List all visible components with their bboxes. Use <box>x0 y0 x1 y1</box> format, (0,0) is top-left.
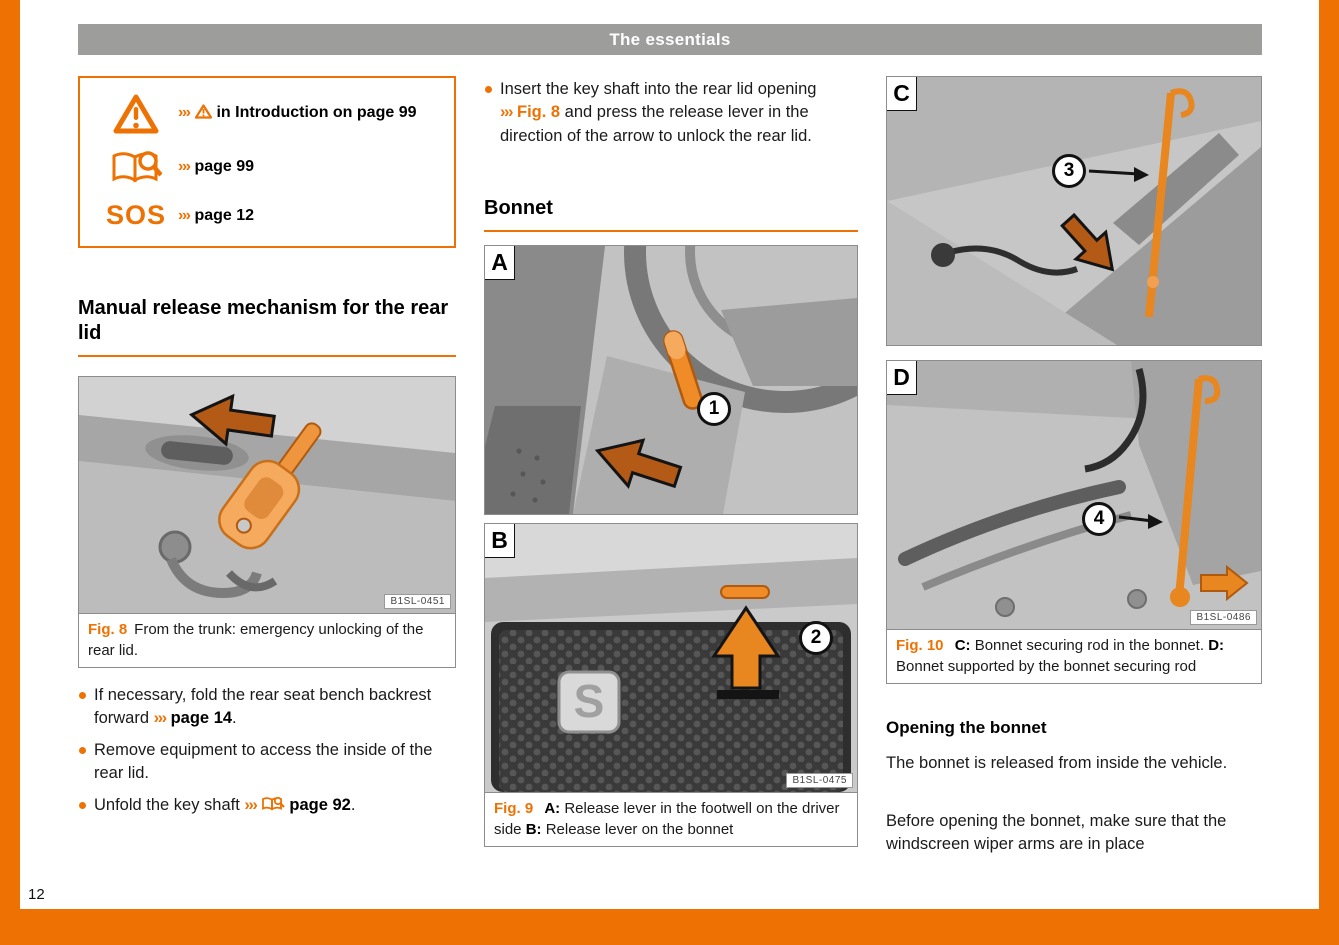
reference-text: ›››page 99 <box>178 158 254 176</box>
cross-ref-chevrons[interactable]: ››› <box>500 103 513 122</box>
section-heading-bonnet: Bonnet <box>484 196 858 232</box>
figure-label-c: C <box>887 77 917 111</box>
seat-logo-letter: S <box>574 675 605 727</box>
list-item: If necessary, fold the rear seat bench b… <box>78 684 458 731</box>
list-item: Remove equipment to access the inside of… <box>78 739 458 786</box>
section-heading-rear-lid: Manual release mechanism for the rear li… <box>78 296 456 357</box>
cross-ref-chevrons[interactable]: ››› <box>178 103 191 121</box>
fig10d-image: D 4 B1SL-0486 <box>886 360 1262 630</box>
page-border-left <box>0 0 20 945</box>
reference-text: ›››page 12 <box>178 207 254 225</box>
fig10-caption: Fig. 10 C: Bonnet securing rod in the bo… <box>886 629 1262 685</box>
figure-ref-link[interactable]: Fig. 8 <box>516 103 561 122</box>
fig10-caption-label: Fig. 10 <box>896 637 944 654</box>
fig8-caption-label: Fig. 8 <box>88 621 128 638</box>
page-ref-link[interactable]: page 92 <box>289 795 351 814</box>
fig10c-image: C 3 <box>886 76 1262 346</box>
book-search-icon <box>94 148 178 186</box>
fig10c-illustration <box>887 77 1261 345</box>
fig8-image: B1SL-0451 <box>78 376 456 614</box>
image-code: B1SL-0451 <box>384 594 451 609</box>
right-arrow-icon <box>1200 564 1249 602</box>
up-arrow-icon <box>711 605 781 690</box>
reference-box: ›››in Introduction on page 99 ›››page 99… <box>78 76 456 248</box>
cross-ref-chevrons[interactable]: ››› <box>244 795 257 814</box>
paragraph: The bonnet is released from inside the v… <box>886 754 1228 772</box>
callout-3: 3 <box>1052 154 1086 188</box>
warning-triangle-icon <box>94 93 178 135</box>
page-border-bottom <box>0 909 1339 945</box>
figure-label-d: D <box>887 361 917 395</box>
cross-ref-chevrons[interactable]: ››› <box>153 709 167 728</box>
seat-logo <box>557 670 621 734</box>
page-header: The essentials <box>78 24 1262 55</box>
fig8-illustration <box>79 377 455 613</box>
reference-text: ››› in Introduction on page 99 <box>178 104 416 124</box>
wiper-arm-illustration <box>898 480 1126 566</box>
fig8-caption-text: From the trunk: emergency unlocking of t… <box>88 621 424 659</box>
release-lever-illustration <box>663 330 703 410</box>
fig10d-illustration <box>887 361 1261 629</box>
figure-label-b: B <box>485 524 515 558</box>
page-ref-link[interactable]: page 99 <box>194 158 255 176</box>
bonnet-lever-illustration <box>720 585 770 599</box>
page-ref-link[interactable]: in Introduction on page 99 <box>216 103 417 121</box>
rear-lid-steps-list: If necessary, fold the rear seat bench b… <box>78 684 458 819</box>
fig9-caption: Fig. 9 A: Release lever in the footwell … <box>484 792 858 848</box>
list-item: Unfold the key shaft ›››page 92. <box>78 794 458 819</box>
subheading-opening-bonnet: Opening the bonnet <box>886 718 1047 737</box>
reference-row-book: ›››page 99 <box>94 148 440 186</box>
unlock-arrow-icon <box>188 393 276 447</box>
image-code: B1SL-0475 <box>786 773 853 788</box>
figure-label-a: A <box>485 246 515 280</box>
fig9a-illustration <box>485 246 857 514</box>
sos-icon: SOS <box>105 200 167 231</box>
pull-arrow-icon <box>594 438 683 489</box>
callout-2: 2 <box>799 621 833 655</box>
book-search-inline-icon <box>262 796 286 819</box>
securing-rod-illustration <box>1175 378 1203 598</box>
page-title: The essentials <box>609 29 731 49</box>
list-item: Insert the key shaft into the rear lid o… <box>484 78 860 148</box>
callout-1: 1 <box>697 392 731 426</box>
page-ref-link[interactable]: page 12 <box>194 206 255 224</box>
warning-triangle-inline-icon <box>195 104 213 124</box>
bullet-icon <box>79 801 86 809</box>
fig9b-illustration: S <box>485 524 857 792</box>
reference-row-sos: SOS ›››page 12 <box>94 200 440 231</box>
page-border-right <box>1319 0 1339 945</box>
image-code: B1SL-0486 <box>1190 610 1257 625</box>
reference-row-warning: ››› in Introduction on page 99 <box>94 93 440 135</box>
page-ref-link[interactable]: page 14 <box>170 709 233 728</box>
key-shaft-instruction: Insert the key shaft into the rear lid o… <box>484 78 860 148</box>
paragraph: Before opening the bonnet, make sure tha… <box>886 812 1227 854</box>
bullet-icon <box>79 692 86 699</box>
page-number: 12 <box>28 886 45 903</box>
cross-ref-chevrons[interactable]: ››› <box>178 158 191 176</box>
bullet-icon <box>485 86 492 93</box>
bullet-icon <box>79 746 86 754</box>
fig9b-image: S B 2 B1SL-0475 <box>484 523 858 793</box>
key-illustration <box>218 422 322 550</box>
direction-arrow-icon <box>1060 212 1115 272</box>
fig9a-image: A 1 <box>484 245 858 515</box>
fig9-caption-label: Fig. 9 <box>494 800 534 817</box>
cross-ref-chevrons[interactable]: ››› <box>178 206 191 224</box>
callout-4: 4 <box>1082 502 1116 536</box>
